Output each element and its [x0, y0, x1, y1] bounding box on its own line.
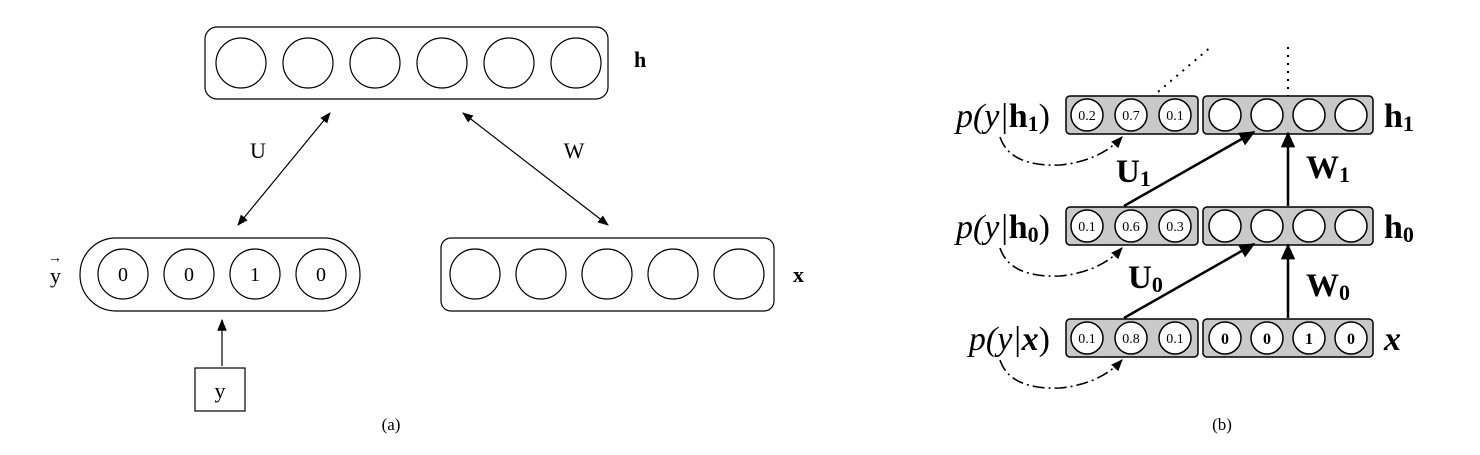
- feedback-arrow: [999, 136, 1123, 166]
- hidden-unit: [215, 37, 267, 89]
- u0-arrow: [1123, 242, 1256, 320]
- layer-unit: [1208, 321, 1242, 355]
- prob-value: 0.1: [1078, 220, 1096, 235]
- layer-unit: [1292, 209, 1326, 243]
- prob-unit: [1070, 321, 1104, 355]
- onehot-layer: 0 0 1 0 y →: [48, 237, 361, 312]
- hidden-unit: [483, 37, 535, 89]
- u-connection: [237, 112, 331, 226]
- weight-u1-label: U1: [1116, 154, 1151, 191]
- input-units: [449, 248, 765, 300]
- prob-value: 0.6: [1122, 220, 1140, 235]
- layer-unit: [1250, 98, 1284, 132]
- onehot-unit-value: 0: [118, 264, 128, 286]
- layer-row: p(y|x) 0.1 0.8 0.1 0 0 1 0 x: [967, 318, 1401, 389]
- prob-value: 0.8: [1122, 332, 1140, 347]
- input-unit: [581, 248, 633, 300]
- prob-unit: [1070, 98, 1104, 132]
- prob-label: p(y|h1): [954, 98, 1050, 136]
- panel-a: h 0 0 1 0 y → x y U W (a): [48, 26, 804, 434]
- layer-unit-value: 1: [1305, 331, 1313, 348]
- layer-box: [1202, 318, 1374, 358]
- prob-unit: [1114, 209, 1148, 243]
- layer-unit: [1334, 321, 1368, 355]
- layer-row: p(y|h0) 0.1 0.6 0.3 h0: [954, 206, 1414, 277]
- layer-label: h0: [1384, 209, 1414, 247]
- vector-arrow-mark: →: [48, 251, 62, 266]
- class-label-text: y: [215, 378, 226, 403]
- hidden-unit: [416, 37, 468, 89]
- prob-unit: [1158, 209, 1192, 243]
- feedback-arrow: [999, 247, 1123, 277]
- hidden-units: [215, 37, 602, 89]
- weight-u-label: U: [250, 138, 266, 163]
- layer-unit: [1250, 321, 1284, 355]
- layer-label: x: [1383, 321, 1401, 358]
- input-layer: x: [440, 237, 804, 312]
- layer-row: p(y|h1) 0.2 0.7 0.1 h1: [954, 95, 1414, 166]
- continuation-dots-diagonal: [1151, 45, 1213, 98]
- feedback-arrow: [999, 359, 1123, 389]
- input-unit: [449, 248, 501, 300]
- layer-label: h1: [1384, 98, 1414, 136]
- input-layer-label: x: [793, 262, 804, 287]
- caption-b: (b): [1212, 415, 1232, 434]
- layer-unit: [1250, 209, 1284, 243]
- onehot-layer-label: y: [50, 263, 61, 288]
- hidden-unit: [349, 37, 401, 89]
- prob-value: 0.1: [1166, 109, 1184, 124]
- prob-value: 0.1: [1166, 332, 1184, 347]
- layer-unit: [1208, 98, 1242, 132]
- prob-label: p(y|h0): [954, 209, 1050, 247]
- weight-u0-label: U0: [1128, 260, 1163, 297]
- hidden-layer: h: [204, 26, 646, 100]
- weight-w1-label: W1: [1306, 150, 1350, 187]
- prob-value: 0.1: [1078, 332, 1096, 347]
- w-connection: [462, 112, 609, 226]
- class-label-box: [194, 367, 246, 412]
- input-unit: [713, 248, 765, 300]
- hidden-layer-label: h: [634, 47, 646, 72]
- prob-value: 0.7: [1122, 109, 1140, 124]
- prob-value: 0.2: [1078, 109, 1096, 124]
- layer-unit-value: 0: [1347, 331, 1355, 348]
- prob-unit: [1114, 98, 1148, 132]
- prob-unit: [1114, 321, 1148, 355]
- onehot-unit: [163, 248, 215, 300]
- onehot-unit-value: 0: [184, 264, 194, 286]
- layer-unit: [1292, 98, 1326, 132]
- hidden-unit: [550, 37, 602, 89]
- u1-arrow: [1123, 130, 1256, 208]
- weight-w-label: W: [564, 138, 585, 163]
- prob-unit: [1158, 321, 1192, 355]
- prob-unit: [1158, 98, 1192, 132]
- onehot-unit-value: 1: [250, 264, 260, 286]
- layer-unit: [1208, 209, 1242, 243]
- layer-unit: [1292, 321, 1326, 355]
- weight-w0-label: W0: [1306, 268, 1350, 305]
- layer-unit-value: 0: [1263, 331, 1271, 348]
- caption-a: (a): [382, 415, 401, 434]
- layer-unit: [1334, 98, 1368, 132]
- input-unit: [647, 248, 699, 300]
- prob-unit: [1070, 209, 1104, 243]
- layer-unit: [1334, 209, 1368, 243]
- onehot-unit: [97, 248, 149, 300]
- onehot-unit-value: 0: [316, 264, 326, 286]
- onehot-layer-box: [79, 237, 361, 312]
- prob-value: 0.3: [1166, 220, 1184, 235]
- onehot-unit: [229, 248, 281, 300]
- onehot-units: 0 0 1 0: [97, 248, 347, 300]
- onehot-unit: [295, 248, 347, 300]
- input-unit: [515, 248, 567, 300]
- prob-label: p(y|x): [967, 321, 1050, 358]
- hidden-unit: [282, 37, 334, 89]
- layer-unit-value: 0: [1221, 331, 1229, 348]
